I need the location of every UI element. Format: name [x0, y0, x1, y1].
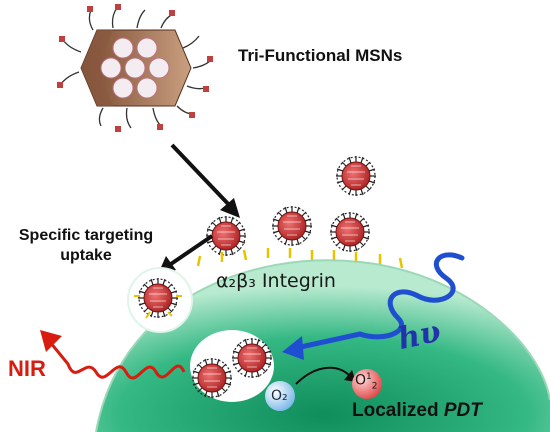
oxygen-icon [265, 381, 295, 411]
targeting-label: Specific targeting uptake [18, 227, 154, 264]
internalized-nanoparticle-icon [231, 337, 273, 379]
bound-nanoparticle-icon [271, 205, 313, 247]
title-label: Tri-Functional MSNs [238, 46, 403, 65]
integrin-receptor-icon [196, 248, 404, 269]
singlet-oxygen-label: O12 [355, 372, 378, 392]
light-wave [293, 252, 465, 351]
tri-functional-msn-icon [57, 4, 213, 132]
internalized-nanoparticle-icon [137, 277, 179, 319]
nir-wave [48, 341, 186, 380]
delivery-arrow [170, 143, 234, 210]
internalized-nanoparticle-icon [191, 357, 233, 399]
integrin-label: α₂β₃ Integrin [216, 270, 336, 292]
cell-membrane [95, 259, 550, 432]
nir-arrowhead [40, 330, 62, 352]
oxygen-label: O₂ [271, 388, 288, 404]
nir-label: NIR [8, 356, 46, 381]
delivery-arrowhead [220, 198, 240, 218]
singlet-oxygen-icon [352, 369, 382, 399]
light-arrowhead [282, 336, 304, 360]
bound-nanoparticle-icon [329, 211, 371, 253]
uptake-arrow [166, 234, 214, 268]
pdt-label: Localized PDT [352, 400, 482, 421]
reaction-arrow [295, 366, 351, 385]
free-nanoparticle-icon [335, 155, 377, 197]
